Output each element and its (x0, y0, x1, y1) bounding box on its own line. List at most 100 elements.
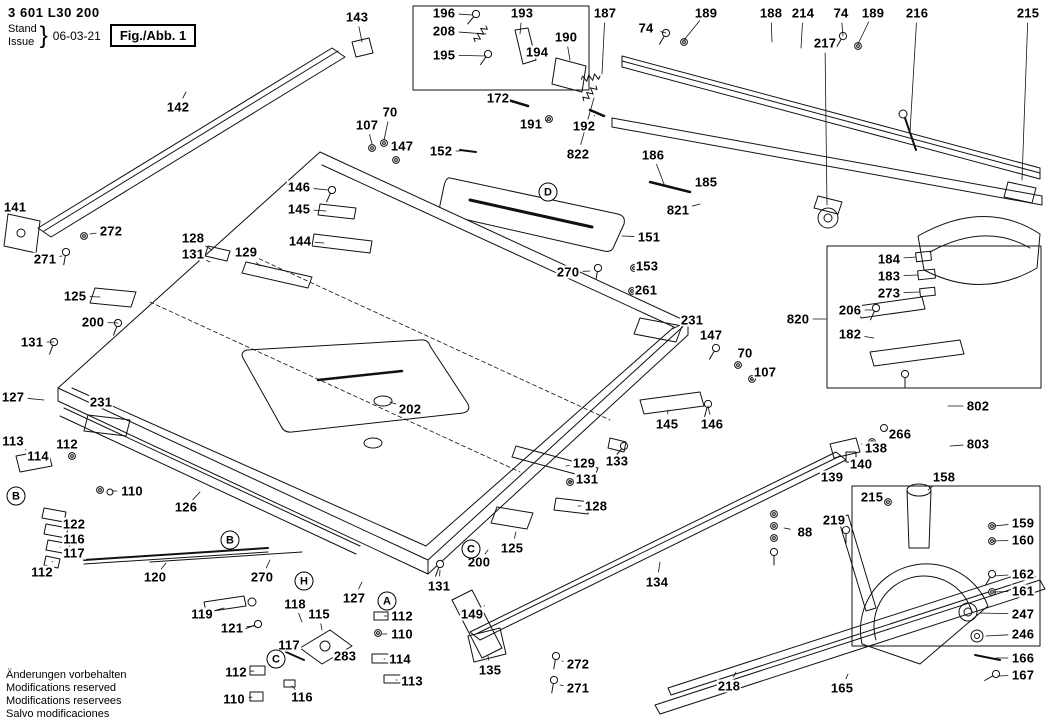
footer-line-fr: Modifications reservees (6, 695, 122, 708)
part-label-803: 803 (965, 436, 991, 452)
footer-line-en: Modifications reserved (6, 682, 117, 695)
part-label-271: 271 (565, 680, 591, 696)
callout-H: H (294, 571, 314, 591)
part-label-167: 167 (1010, 667, 1036, 683)
part-label-131: 131 (426, 578, 452, 594)
cover-plate-151 (439, 177, 638, 295)
part-label-162: 162 (1010, 566, 1036, 582)
issue-date: 06-03-21 (52, 28, 101, 43)
part-label-206: 206 (837, 302, 863, 318)
part-label-191: 191 (518, 116, 544, 132)
leader-lines (24, 13, 1029, 698)
part-label-114: 114 (26, 448, 50, 464)
part-label-88: 88 (796, 524, 814, 540)
part-label-166: 166 (1010, 650, 1036, 666)
part-label-188: 188 (758, 5, 784, 21)
rip-fence-group-box (826, 216, 1042, 389)
part-label-271: 271 (32, 251, 58, 267)
title-block: 3 601 L30 200 Stand Issue } 06-03-21 Fig… (8, 5, 197, 48)
part-label-112: 112 (224, 664, 248, 680)
left-hinge-hardware (15, 449, 446, 702)
part-label-185: 185 (693, 174, 719, 190)
figure-box: Fig./Abb. 1 (109, 24, 197, 48)
front-rail-142 (3, 37, 374, 266)
part-label-120: 120 (142, 569, 168, 585)
part-label-113: 113 (1, 433, 25, 449)
part-label-126: 126 (173, 499, 199, 515)
part-label-125: 125 (62, 288, 88, 304)
part-label-215: 215 (859, 489, 885, 505)
part-label-146: 146 (699, 416, 725, 432)
part-label-70: 70 (736, 345, 754, 361)
part-label-193: 193 (509, 5, 535, 21)
part-label-152: 152 (428, 143, 454, 159)
part-label-272: 272 (565, 656, 591, 672)
part-label-192: 192 (571, 118, 597, 134)
part-label-187: 187 (592, 5, 618, 21)
part-label-143: 143 (344, 9, 370, 25)
part-label-128: 128 (180, 230, 206, 246)
part-label-219: 219 (821, 512, 847, 528)
part-label-107: 107 (752, 364, 778, 380)
part-label-112: 112 (30, 564, 54, 580)
part-label-202: 202 (397, 401, 423, 417)
part-label-110: 110 (390, 626, 414, 642)
footer-line-es: Salvo modificaciones (6, 708, 110, 721)
part-label-190: 190 (553, 29, 579, 45)
part-label-121: 121 (219, 620, 245, 636)
part-label-127: 127 (0, 389, 26, 405)
part-label-131: 131 (19, 334, 45, 350)
part-label-802: 802 (965, 398, 991, 414)
part-label-122: 122 (61, 516, 87, 532)
part-label-116: 116 (290, 689, 314, 705)
callout-C: C (461, 539, 481, 559)
part-label-118: 118 (283, 596, 307, 612)
part-label-153: 153 (634, 258, 660, 274)
part-label-214: 214 (790, 5, 816, 21)
part-label-165: 165 (829, 680, 855, 696)
part-label-129: 129 (233, 244, 259, 260)
part-label-70: 70 (381, 104, 399, 120)
part-label-116: 116 (62, 531, 86, 547)
part-label-200: 200 (80, 314, 106, 330)
bottom-rails (451, 440, 1046, 715)
part-label-822: 822 (565, 146, 591, 162)
part-label-231: 231 (679, 312, 705, 328)
part-label-128: 128 (583, 498, 609, 514)
part-label-184: 184 (876, 251, 902, 267)
callout-C: C (266, 649, 286, 669)
callout-B: B (6, 486, 26, 506)
part-label-74: 74 (637, 20, 655, 36)
part-label-247: 247 (1010, 606, 1036, 622)
part-label-215: 215 (1015, 5, 1041, 21)
callout-D: D (538, 182, 558, 202)
part-label-195: 195 (431, 47, 457, 63)
rip-fence-rails (611, 27, 1043, 229)
part-label-117: 117 (277, 637, 301, 653)
stand-issue-label: Stand Issue (8, 23, 37, 48)
part-label-144: 144 (287, 233, 313, 249)
part-label-231: 231 (88, 394, 114, 410)
part-label-189: 189 (860, 5, 886, 21)
part-label-272: 272 (98, 223, 124, 239)
part-label-119: 119 (190, 606, 214, 622)
part-label-189: 189 (693, 5, 719, 21)
part-label-139: 139 (819, 469, 845, 485)
part-label-147: 147 (389, 138, 415, 154)
part-label-107: 107 (354, 117, 380, 133)
footer-line-de: Änderungen vorbehalten (6, 669, 127, 682)
riving-knife-group-box (412, 5, 590, 93)
part-label-217: 217 (812, 35, 838, 51)
part-label-141: 141 (2, 199, 28, 215)
part-label-158: 158 (931, 469, 957, 485)
part-number: 3 601 L30 200 (8, 5, 100, 20)
part-label-113: 113 (400, 673, 424, 689)
part-label-112: 112 (55, 436, 79, 452)
part-label-147: 147 (698, 327, 724, 343)
part-label-115: 115 (307, 606, 331, 622)
part-label-218: 218 (716, 678, 742, 694)
part-label-208: 208 (431, 23, 457, 39)
